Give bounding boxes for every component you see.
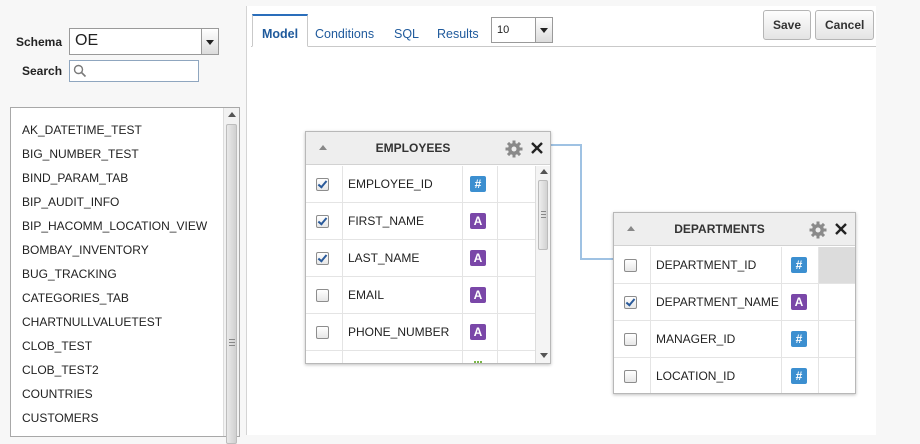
column-row[interactable]: DEPARTMENT_ID # bbox=[614, 247, 855, 284]
join-line bbox=[580, 144, 582, 260]
tab-results[interactable]: Results bbox=[437, 27, 479, 41]
table-list-item[interactable]: CHARTNULLVALUETEST bbox=[22, 315, 163, 329]
search-input[interactable] bbox=[69, 60, 199, 82]
row-highlight bbox=[819, 247, 855, 283]
tab-conditions[interactable]: Conditions bbox=[315, 27, 375, 41]
column-checkbox[interactable] bbox=[316, 215, 329, 228]
table-list: AK_DATETIME_TEST BIG_NUMBER_TEST BIND_PARA… bbox=[10, 107, 240, 444]
join-line bbox=[580, 258, 614, 260]
string-type-icon: A bbox=[791, 294, 807, 310]
rows-limit-select[interactable]: 10 bbox=[491, 17, 553, 43]
close-icon[interactable] bbox=[834, 222, 848, 236]
number-type-icon: # bbox=[791, 331, 807, 347]
column-checkbox[interactable] bbox=[624, 333, 637, 346]
string-type-icon: A bbox=[470, 213, 486, 229]
entity-scrollbar[interactable] bbox=[535, 166, 550, 363]
column-checkbox[interactable] bbox=[316, 326, 329, 339]
cancel-button[interactable]: Cancel bbox=[815, 10, 875, 40]
entity-header[interactable]: DEPARTMENTS bbox=[614, 213, 855, 246]
column-row[interactable]: EMAIL A bbox=[306, 277, 536, 314]
scroll-thumb[interactable] bbox=[226, 124, 237, 444]
table-list-item[interactable]: BIG_NUMBER_TEST bbox=[22, 147, 139, 161]
column-name: EMPLOYEE_ID bbox=[348, 177, 433, 191]
string-type-icon: A bbox=[470, 287, 486, 303]
schema-label: Schema bbox=[16, 35, 63, 49]
close-icon[interactable] bbox=[530, 141, 544, 155]
checkmark-icon bbox=[317, 215, 328, 226]
table-list-item[interactable]: BIP_AUDIT_INFO bbox=[22, 195, 120, 209]
column-row[interactable]: PHONE_NUMBER A bbox=[306, 314, 536, 351]
table-list-item[interactable]: BIP_HACOMM_LOCATION_VIEW bbox=[22, 219, 208, 233]
column-checkbox[interactable] bbox=[624, 296, 637, 309]
column-name: HIRE_DATE bbox=[348, 351, 414, 363]
table-list-item[interactable]: CATEGORIES_TAB bbox=[22, 291, 129, 305]
column-name: LAST_NAME bbox=[348, 251, 420, 265]
column-name: PHONE_NUMBER bbox=[348, 325, 450, 339]
column-checkbox[interactable] bbox=[316, 289, 329, 302]
checkmark-icon bbox=[317, 178, 328, 189]
column-checkbox[interactable] bbox=[624, 259, 637, 272]
checkmark-icon bbox=[625, 296, 636, 307]
column-name: DEPARTMENT_NAME bbox=[656, 295, 779, 309]
column-row[interactable]: MANAGER_ID # bbox=[614, 321, 855, 358]
entity-title: EMPLOYEES bbox=[375, 141, 451, 155]
column-checkbox[interactable] bbox=[316, 178, 329, 191]
column-row[interactable]: FIRST_NAME A bbox=[306, 203, 536, 240]
column-checkbox[interactable] bbox=[624, 370, 637, 383]
column-row[interactable]: HIRE_DATE bbox=[306, 351, 536, 364]
column-row[interactable]: EMPLOYEE_ID # bbox=[306, 166, 536, 203]
table-list-item[interactable]: COUNTRIES bbox=[22, 387, 93, 401]
column-row[interactable]: DEPARTMENT_NAME A bbox=[614, 284, 855, 321]
collapse-icon[interactable] bbox=[319, 145, 327, 150]
gear-icon[interactable] bbox=[809, 221, 827, 239]
schema-browser-panel: Schema OE Search AK_DATETIME_TEST BIG_NUM… bbox=[0, 0, 246, 444]
table-list-item[interactable]: BUG_TRACKING bbox=[22, 267, 117, 281]
date-type-icon bbox=[474, 361, 482, 363]
search-icon bbox=[73, 64, 87, 78]
join-line bbox=[549, 144, 582, 146]
collapse-icon[interactable] bbox=[627, 226, 635, 231]
tab-sql[interactable]: SQL bbox=[394, 27, 420, 41]
string-type-icon: A bbox=[470, 250, 486, 266]
number-type-icon: # bbox=[470, 176, 486, 192]
rows-limit-value: 10 bbox=[497, 24, 510, 36]
scroll-up-icon[interactable] bbox=[540, 169, 548, 174]
table-list-item[interactable]: CUSTOMERS bbox=[22, 411, 99, 425]
column-name: EMAIL bbox=[348, 288, 385, 302]
table-list-item[interactable]: BIND_PARAM_TAB bbox=[22, 171, 129, 185]
table-list-item[interactable]: AK_DATETIME_TEST bbox=[22, 123, 142, 137]
chevron-down-icon[interactable] bbox=[535, 18, 552, 42]
column-name: FIRST_NAME bbox=[348, 214, 425, 228]
entity-header[interactable]: EMPLOYEES bbox=[306, 132, 550, 165]
scroll-thumb[interactable] bbox=[538, 180, 548, 250]
column-row[interactable]: LAST_NAME A bbox=[306, 240, 536, 277]
number-type-icon: # bbox=[791, 257, 807, 273]
schema-select-value: OE bbox=[75, 32, 99, 49]
query-builder-panel: Model Conditions SQL Results 10 Save Can… bbox=[246, 6, 876, 435]
string-type-icon: A bbox=[470, 324, 486, 340]
tab-model[interactable]: Model bbox=[252, 14, 309, 47]
column-name: DEPARTMENT_ID bbox=[656, 258, 757, 272]
column-checkbox[interactable] bbox=[316, 252, 329, 265]
save-button[interactable]: Save bbox=[763, 10, 812, 40]
chevron-down-icon[interactable] bbox=[201, 29, 218, 54]
table-list-item[interactable]: BOMBAY_INVENTORY bbox=[22, 243, 149, 257]
column-name: LOCATION_ID bbox=[656, 369, 736, 383]
entity-title: DEPARTMENTS bbox=[674, 222, 765, 236]
table-list-scrollbar[interactable] bbox=[223, 108, 239, 444]
search-label: Search bbox=[22, 64, 63, 78]
column-name: MANAGER_ID bbox=[656, 332, 736, 346]
scroll-down-icon[interactable] bbox=[540, 353, 548, 358]
column-row[interactable]: LOCATION_ID # bbox=[614, 358, 855, 393]
gear-icon[interactable] bbox=[505, 140, 523, 158]
column-checkbox[interactable] bbox=[316, 363, 329, 364]
table-list-item[interactable]: CLOB_TEST2 bbox=[22, 363, 99, 377]
checkmark-icon bbox=[317, 252, 328, 263]
scroll-up-icon[interactable] bbox=[228, 112, 236, 117]
departments-table-card[interactable]: DEPARTMENTS DEPARTMENT_ID # DEPARTMENT_NAM… bbox=[613, 212, 856, 394]
number-type-icon: # bbox=[791, 368, 807, 384]
schema-select[interactable]: OE bbox=[69, 28, 219, 55]
table-list-item[interactable]: CLOB_TEST bbox=[22, 339, 93, 353]
